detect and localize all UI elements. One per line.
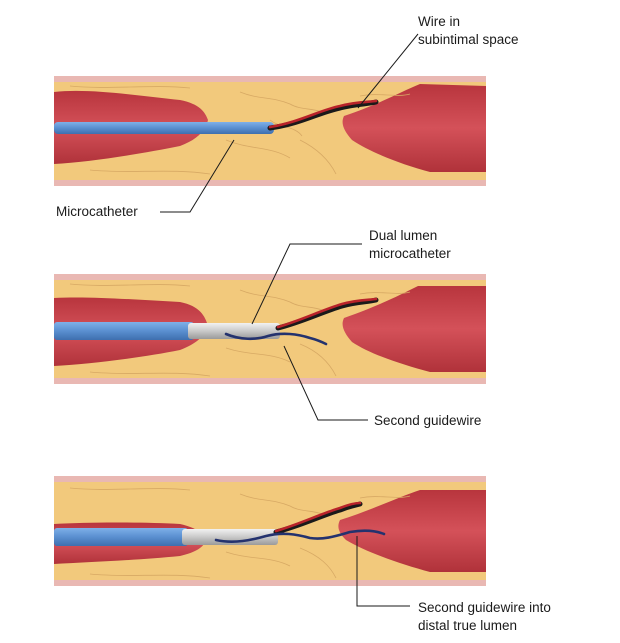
subintimal-wire-core — [274, 501, 362, 533]
dual-lumen-tip[interactable] — [188, 323, 280, 339]
panel-3-vessel — [54, 476, 486, 586]
distal-true-lumen — [338, 490, 486, 572]
dual-lumen-shaft[interactable] — [54, 322, 194, 340]
label-wire-subintimal-2: subintimal space — [418, 32, 519, 47]
dual-lumen-shaft[interactable] — [54, 528, 188, 546]
leader-dual-lumen — [251, 243, 362, 325]
dual-lumen-tip[interactable] — [182, 529, 278, 545]
subintimal-wire[interactable] — [275, 297, 379, 331]
subintimal-wire-core — [276, 297, 378, 329]
leader-second-guidewire-distal — [356, 536, 410, 607]
leader-microcatheter — [160, 139, 235, 213]
plaque-veins — [69, 85, 411, 175]
label-dual-lumen-2: microcatheter — [369, 246, 451, 261]
plaque-veins — [69, 487, 411, 579]
label-dual-lumen-1: Dual lumen — [369, 228, 437, 243]
panel-1-vessel — [54, 76, 486, 186]
second-guidewire[interactable] — [224, 332, 328, 346]
subintimal-wire[interactable] — [267, 99, 379, 131]
microcatheter-body[interactable] — [54, 122, 274, 134]
subintimal-wire-core — [268, 99, 378, 129]
leader-wire-subintimal — [357, 33, 419, 109]
subintimal-wire[interactable] — [273, 501, 363, 535]
panel-2-vessel — [54, 274, 486, 384]
label-second-guidewire-distal-2: distal true lumen — [418, 618, 517, 633]
plaque-veins — [69, 283, 411, 377]
distal-true-lumen — [342, 84, 486, 172]
label-microcatheter: Microcatheter — [56, 204, 138, 219]
leader-second-guidewire — [283, 345, 368, 421]
label-wire-subintimal-1: Wire in — [418, 14, 460, 29]
label-second-guidewire: Second guidewire — [374, 413, 481, 428]
second-guidewire-distal[interactable] — [214, 529, 386, 543]
label-second-guidewire-distal-1: Second guidewire into — [418, 600, 551, 615]
distal-true-lumen — [342, 286, 486, 372]
